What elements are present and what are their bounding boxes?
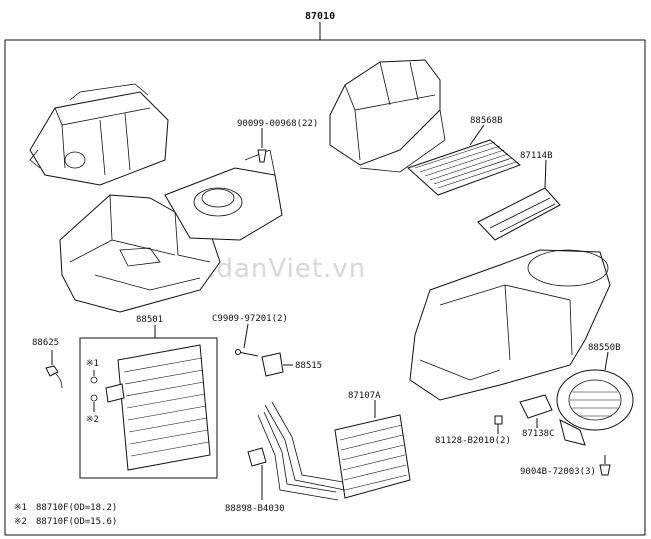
note-1-text: 88710F(OD=18.2) <box>36 503 117 513</box>
marker-2: ※2 <box>86 415 99 425</box>
expansion-valve-88515 <box>261 352 293 377</box>
label-9004B: 9004B-72003(3) <box>520 467 596 477</box>
label-87114B: 87114B <box>520 151 553 161</box>
heater-pipes <box>257 401 346 501</box>
sensor-88625 <box>45 350 63 389</box>
clamp-88898 <box>247 447 267 500</box>
resistor-87138C <box>519 394 553 428</box>
marker-1: ※1 <box>86 359 99 369</box>
evaporator-box <box>79 337 218 479</box>
label-87107A: 87107A <box>348 391 381 401</box>
blower-case-right <box>409 249 611 401</box>
lower-case-left <box>59 194 221 313</box>
upper-case-right <box>329 59 446 173</box>
label-88568B: 88568B <box>470 116 503 126</box>
filter-cover-87114B <box>477 159 561 241</box>
air-filter-88568B <box>407 124 521 196</box>
main-assembly-label: 87010 <box>305 11 335 22</box>
note-2-marker: ※2 <box>14 517 27 527</box>
note-2-text: 88710F(OD=15.6) <box>36 517 117 527</box>
label-C9909: C9909-97201(2) <box>212 314 288 324</box>
label-88501: 88501 <box>136 315 163 325</box>
heater-core-87107A <box>334 400 411 499</box>
upper-case-left <box>29 83 169 186</box>
screw-90099 <box>257 149 267 163</box>
diagram-frame <box>4 39 646 536</box>
label-88898: 88898-B4030 <box>225 504 285 514</box>
bolt-C9909 <box>235 323 259 357</box>
blower-housing-center <box>164 149 283 241</box>
label-88625: 88625 <box>32 338 59 348</box>
screw-81128 <box>494 415 503 425</box>
blower-motor-88550B <box>556 351 634 446</box>
evaporator-88501 <box>105 344 211 471</box>
label-87138C: 87138C <box>522 429 555 439</box>
note-1-marker: ※1 <box>14 503 27 513</box>
label-81128: 81128-B2010(2) <box>435 436 511 446</box>
notes-legend: ※1 88710F(OD=18.2) ※2 88710F(OD=15.6) <box>14 503 117 527</box>
label-88550B: 88550B <box>588 343 621 353</box>
label-90099: 90099-00968(22) <box>237 119 318 129</box>
label-88515: 88515 <box>295 361 322 371</box>
screw-9004B <box>599 464 611 476</box>
